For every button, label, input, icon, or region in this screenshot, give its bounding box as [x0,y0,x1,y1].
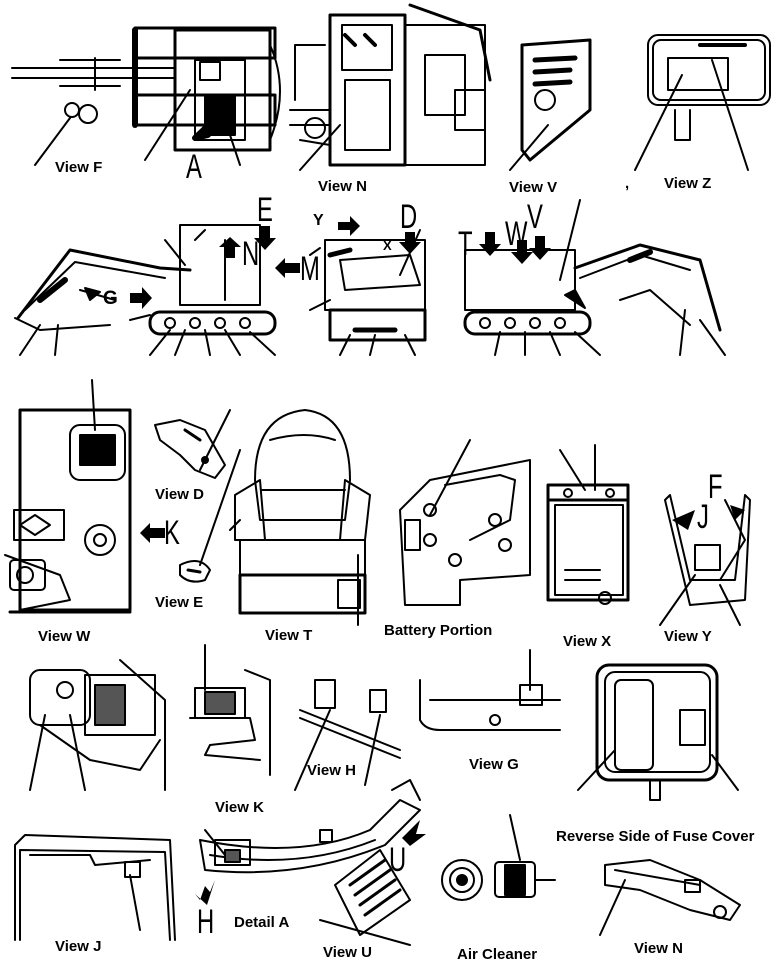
view-x-drawing [546,444,630,605]
view-w-label: View W [38,628,91,645]
view-w-drawing [4,379,165,614]
letter-h: H [197,903,215,941]
view-t-label: View T [265,627,313,644]
letter-u: U [389,841,407,879]
fuse-cover-drawing [577,663,739,801]
view-y-drawing [659,494,751,626]
view-h-label: View H [307,762,356,779]
letter-j: J [697,498,709,536]
view-y-label: View Y [664,628,712,645]
battery-portion-drawing [399,439,531,606]
view-e-drawing [179,449,241,583]
letter-v: V [527,198,543,236]
reverse-side-fuse-cover-label: Reverse Side of Fuse Cover [556,828,755,845]
letter-e: E [257,191,273,229]
rear-view-machine [309,229,427,356]
letter-f: F [708,468,723,506]
view-e-label: View E [155,594,204,611]
top-view-machine-drawing [11,26,281,166]
view-k-label: View K [215,799,264,816]
air-cleaner-drawing [441,814,556,901]
view-g-label: View G [469,756,519,773]
detail-a-label: Detail A [234,914,290,931]
letter-a: A [186,148,202,186]
letter-t: T [458,225,473,263]
view-d-drawing [154,409,231,479]
view-v-drawing [509,38,592,171]
letter-d: D [400,198,418,236]
view-k-drawing [189,644,271,776]
detail-a-drawing [195,779,426,905]
view-j-drawing [14,834,176,941]
side-view-left-machine [14,224,277,356]
side-view-right-machine [463,199,726,356]
view-z-drawing [634,34,771,171]
view-u-drawing [319,849,411,946]
letter-m: M [300,250,320,288]
battery-portion-label: Battery Portion [384,622,493,639]
letter-n: N [242,235,260,273]
view-n-label-top: View N [318,178,367,195]
view-x-label: View X [563,633,612,650]
view-h-drawing [294,679,401,791]
letter-k: K [164,514,180,552]
view-k-left-drawing [29,659,166,791]
letter-g: G [103,288,118,309]
air-cleaner-label: Air Cleaner [457,946,538,963]
view-n-bottom-drawing [599,859,741,936]
view-n-engine-drawing [289,3,492,171]
view-t-seat-drawing [229,409,371,626]
comma-mark: , [625,175,630,192]
view-z-label: View Z [664,175,712,192]
view-arrows-row2 [130,216,551,309]
letter-x: X [383,238,392,253]
view-g-drawing [419,649,561,731]
view-d-label: View D [155,486,204,503]
view-n-label-bottom: View N [634,940,683,957]
view-f-label: View F [55,159,103,176]
view-v-label: View V [509,179,558,196]
view-j-label: View J [55,938,102,955]
letter-w: W [505,215,528,253]
letter-y: Y [313,212,324,229]
view-u-label: View U [323,944,372,961]
